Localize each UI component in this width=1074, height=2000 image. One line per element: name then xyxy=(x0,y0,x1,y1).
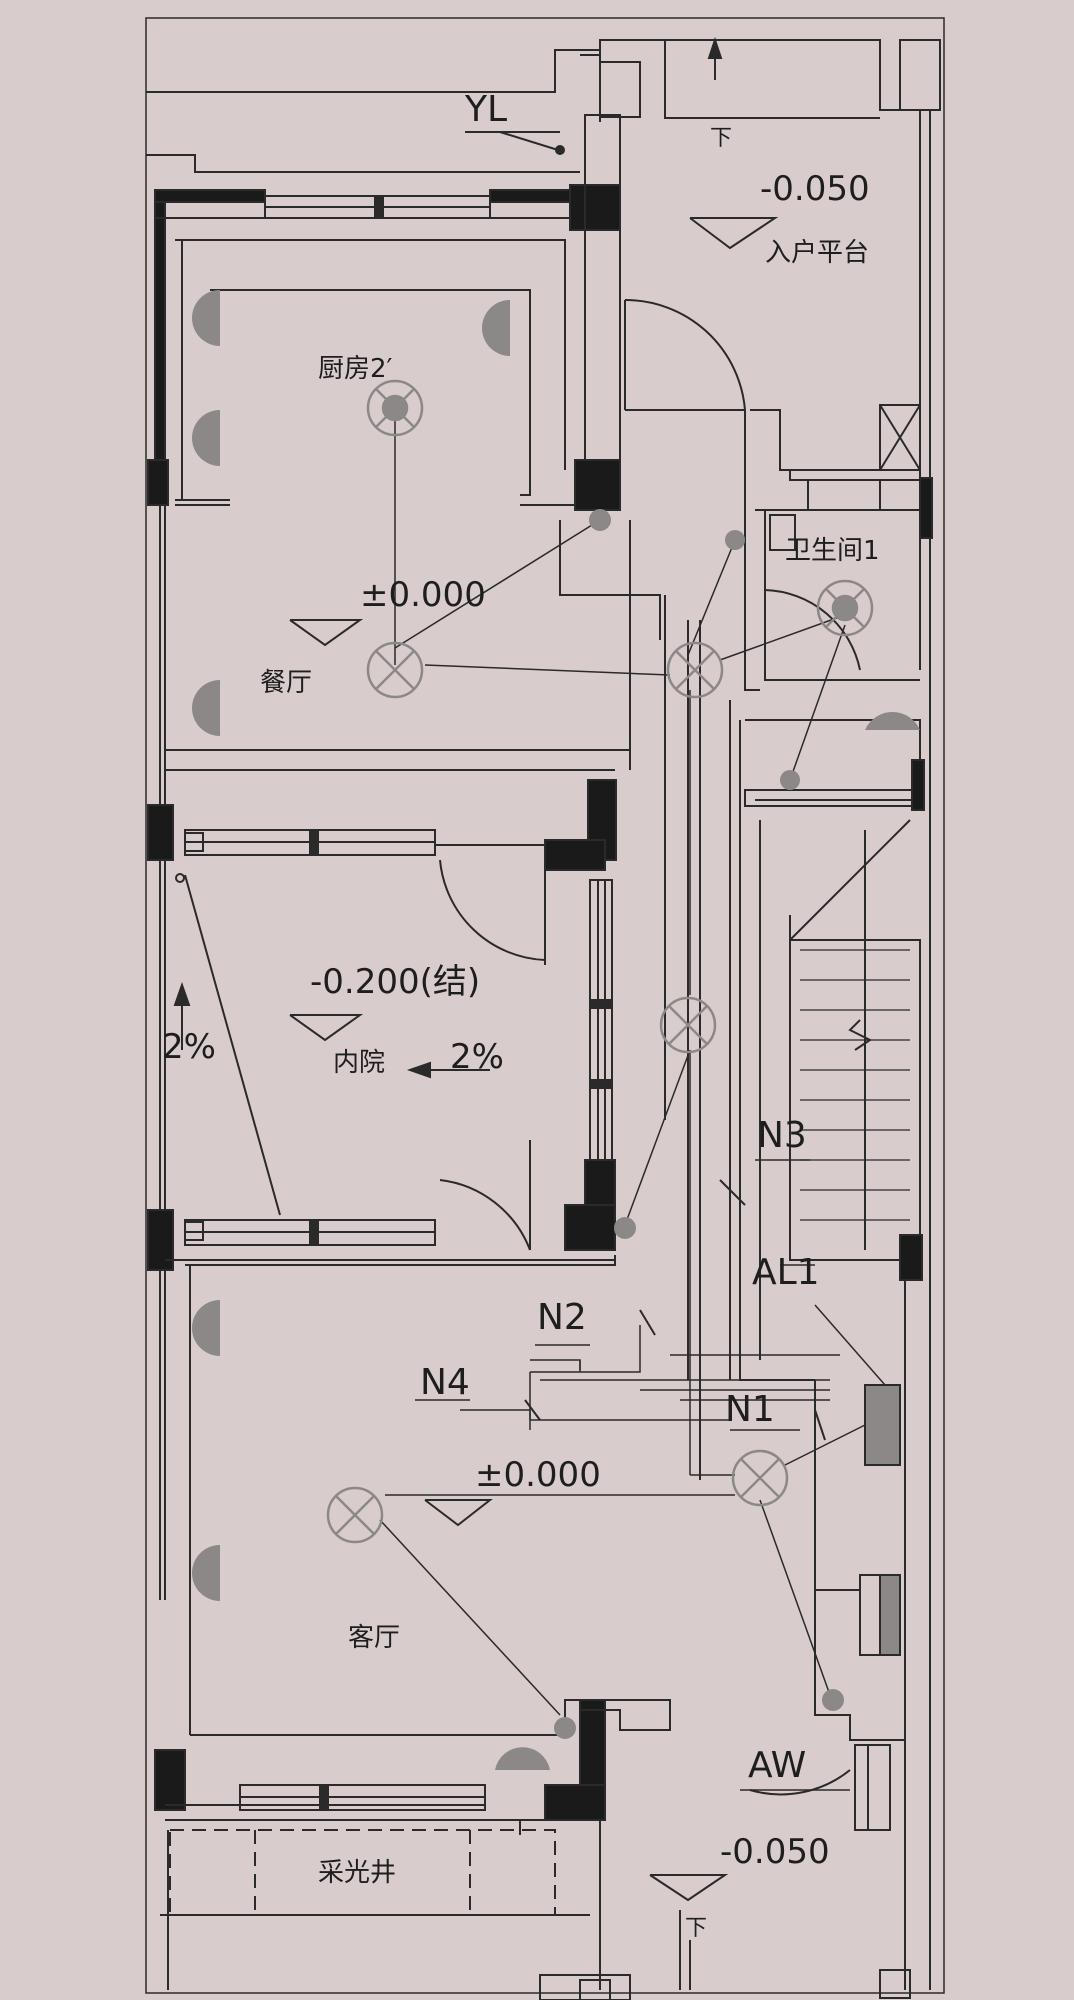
slope-left-label: 2% xyxy=(162,1027,216,1067)
circuit-n3-label: N3 xyxy=(757,1115,807,1156)
circuit-n4-label: N4 xyxy=(420,1362,470,1403)
circuit-n2-label: N2 xyxy=(537,1297,587,1338)
courtyard-level-label: -0.200(结) xyxy=(310,962,481,1002)
dining-level-label: ±0.000 xyxy=(360,575,486,615)
living-room-label: 客厅 xyxy=(348,1623,401,1653)
lightwell-label: 采光井 xyxy=(318,1858,397,1888)
slope-right-label: 2% xyxy=(450,1037,504,1077)
circuit-n1-label: N1 xyxy=(725,1389,775,1430)
bottom-down-label: 下 xyxy=(685,1916,708,1941)
entry-level-label: -0.050 xyxy=(760,169,870,209)
panel-al1-label: AL1 xyxy=(752,1252,820,1293)
bottom-level-label: -0.050 xyxy=(720,1832,830,1872)
kitchen-label: 厨房2′ xyxy=(318,354,393,384)
dining-label: 餐厅 xyxy=(260,668,313,698)
yl-label: YL xyxy=(465,89,508,130)
drawing-frame xyxy=(145,17,945,1994)
bathroom-label: 卫生间1 xyxy=(785,536,880,566)
panel-aw-label: AW xyxy=(748,1745,807,1786)
entry-platform-label: 入户平台 xyxy=(765,238,870,268)
entry-down-label: 下 xyxy=(710,126,733,151)
courtyard-label: 内院 xyxy=(333,1048,386,1078)
living-level-label: ±0.000 xyxy=(475,1455,601,1495)
